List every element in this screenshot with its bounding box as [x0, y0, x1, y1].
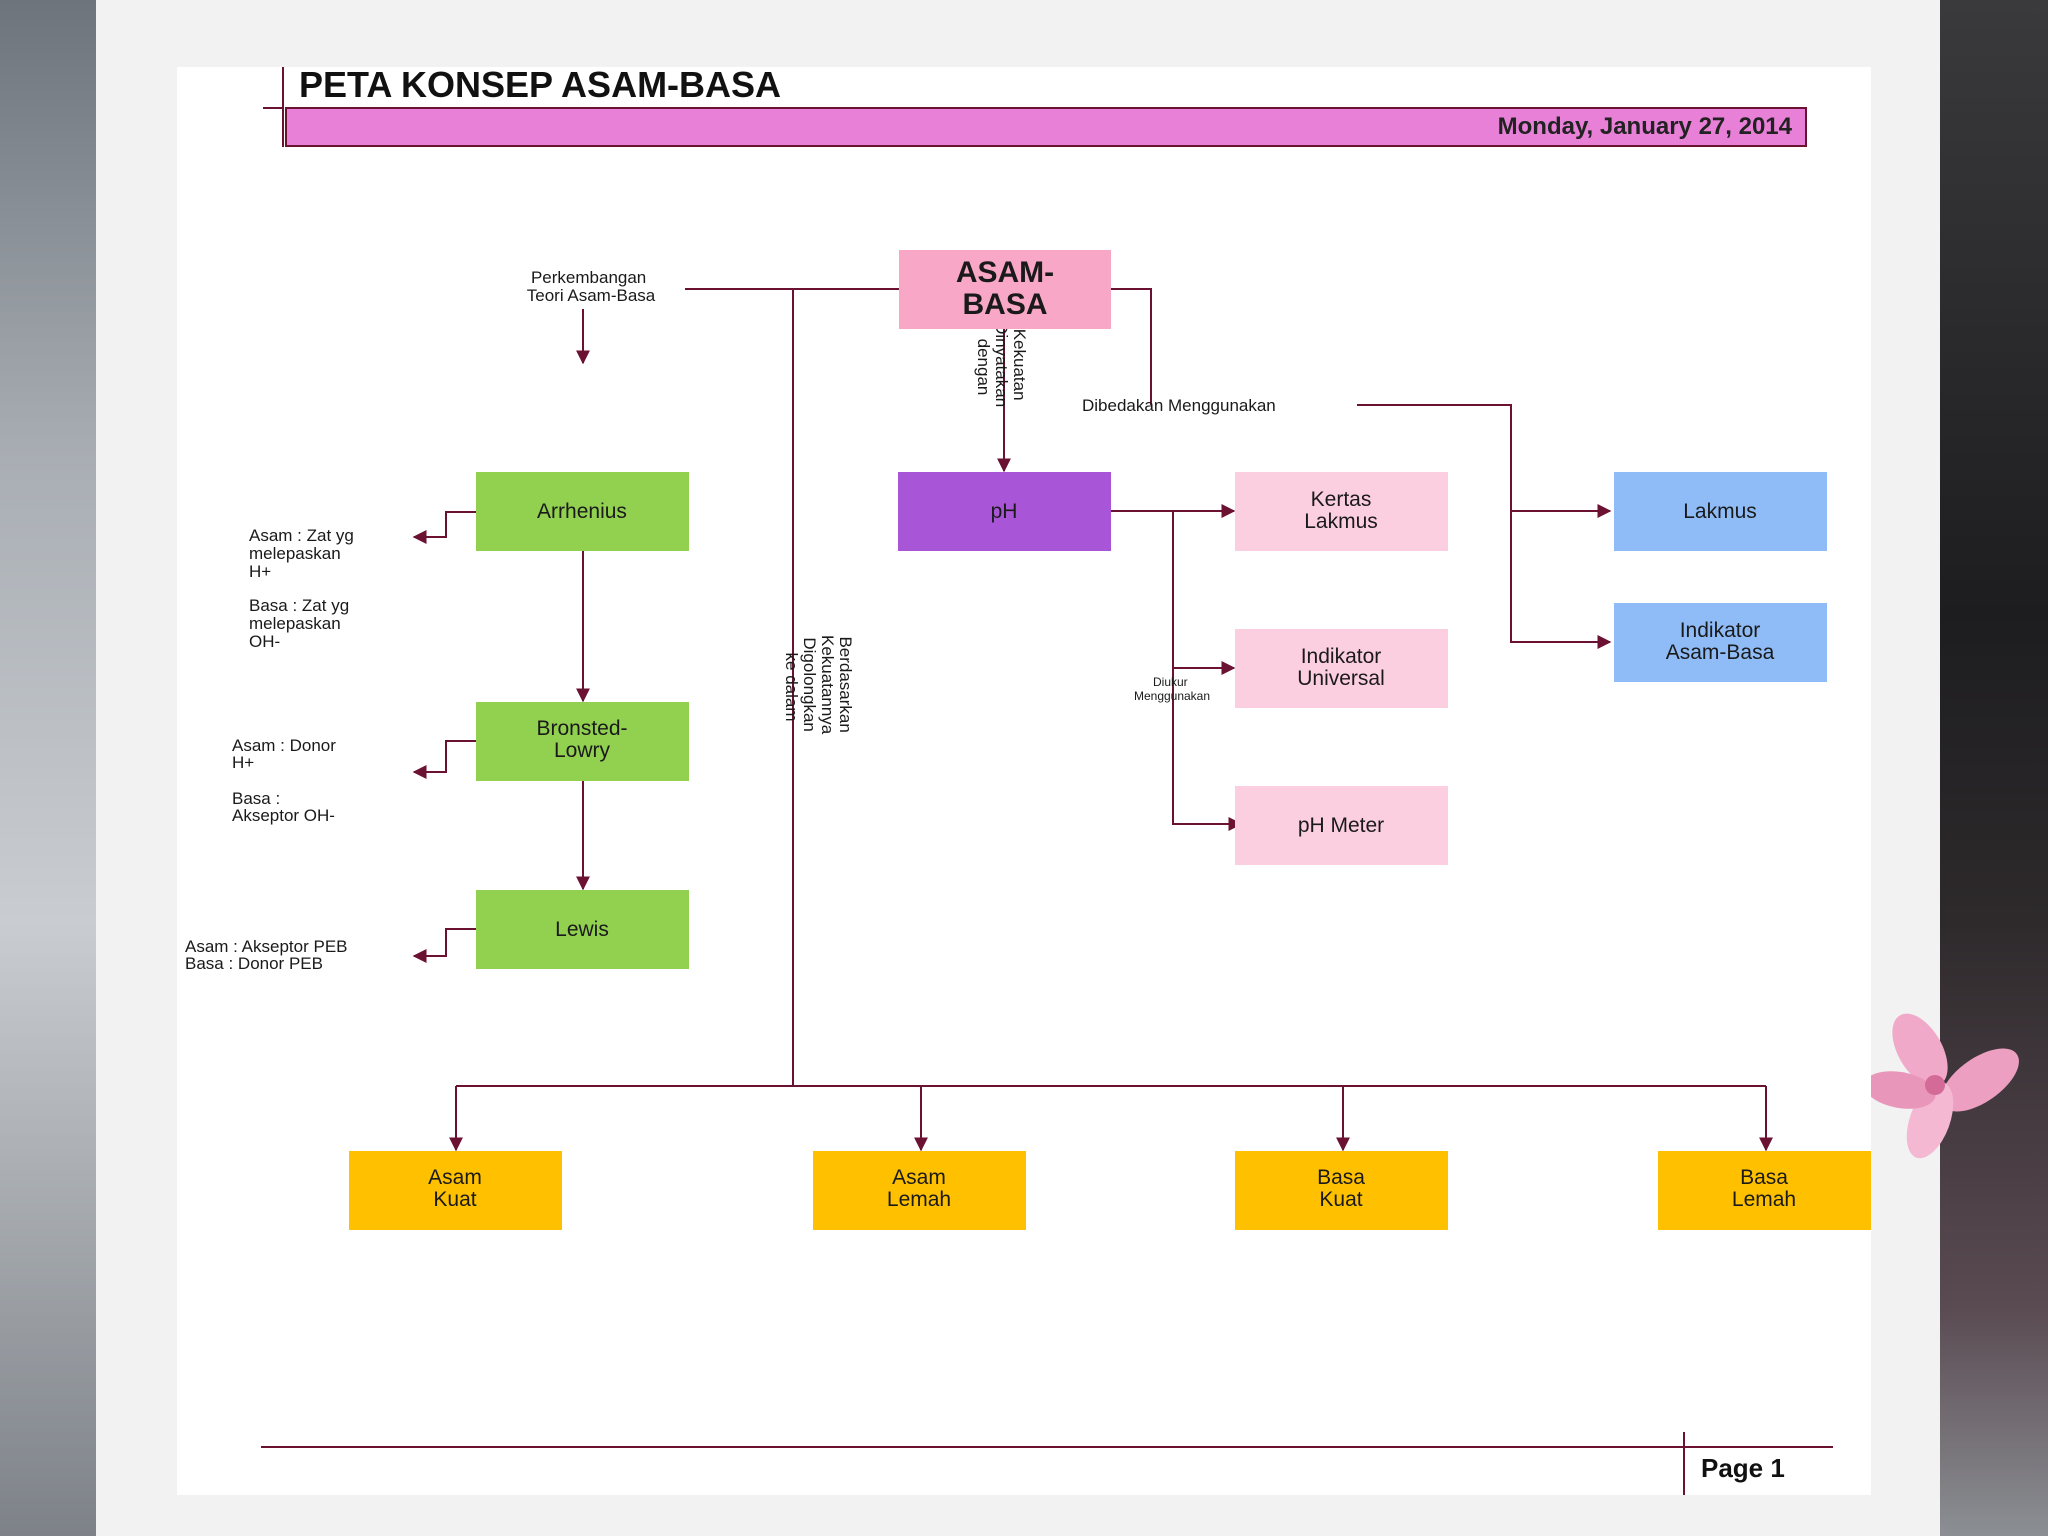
- page-footer: Page 1: [261, 1432, 1833, 1495]
- background-right: [1940, 0, 2048, 1536]
- label-dibedakan: Dibedakan Menggunakan: [1082, 396, 1276, 415]
- label-berdasarkan: Berdasarkan Kekuatannya Digolongkan ke d…: [782, 635, 855, 739]
- svg-text:Bronsted-Lowry: Bronsted-Lowry: [536, 717, 627, 762]
- node-lakmus[interactable]: Lakmus: [1614, 472, 1827, 551]
- node-lewis[interactable]: Lewis: [476, 890, 689, 969]
- flower-decoration: [1864, 1013, 2019, 1159]
- svg-text:Lewis: Lewis: [555, 918, 609, 941]
- arrhenius-note: Asam : Zat yg melepaskan H+ Basa : Zat y…: [249, 526, 359, 651]
- concept-map-page: PETA KONSEP ASAM-BASA Monday, January 27…: [177, 67, 1871, 1495]
- bronsted-note: Asam : Donor H+ Basa : Akseptor OH-: [232, 736, 341, 825]
- node-ph-meter[interactable]: pH Meter: [1235, 786, 1448, 865]
- page-title: PETA KONSEP ASAM-BASA: [299, 67, 781, 105]
- connectors: [412, 288, 1773, 1152]
- svg-text:Asam : Zat yg melepaskan: Asam : Zat yg melepaskan H+ Basa : Zat y…: [249, 526, 359, 651]
- background-left: [0, 0, 96, 1536]
- label-perkembangan: Perkembangan Teori Asam-Basa: [527, 268, 656, 305]
- page-header: PETA KONSEP ASAM-BASA Monday, January 27…: [263, 67, 1807, 147]
- label-kekuatan: Kekuatan Dinyatakan dengan: [974, 322, 1029, 412]
- header-date: Monday, January 27, 2014: [1498, 113, 1793, 140]
- svg-text:pH Meter: pH Meter: [1298, 814, 1384, 837]
- node-bronsted-lowry[interactable]: Bronsted-Lowry: [476, 702, 689, 781]
- edge-labels: Perkembangan Teori Asam-Basa Kekuatan Di…: [527, 268, 1276, 739]
- node-arrhenius[interactable]: Arrhenius: [476, 472, 689, 551]
- svg-text:pH: pH: [991, 500, 1018, 523]
- header-bar: [285, 107, 1807, 147]
- svg-text:ASAM-BASA: ASAM-BASA: [956, 256, 1054, 321]
- svg-text:Asam : Akseptor PEB Basa: Asam : Akseptor PEB Basa : Donor PEB: [185, 937, 352, 973]
- page-number: Page 1: [1701, 1453, 1785, 1483]
- lewis-note: Asam : Akseptor PEB Basa : Donor PEB: [185, 937, 352, 973]
- svg-text:Asam : Donor H+ Ba: Asam : Donor H+ Basa : Akseptor OH-: [232, 736, 341, 825]
- svg-text:Lakmus: Lakmus: [1683, 500, 1757, 523]
- node-ph[interactable]: pH: [898, 472, 1111, 551]
- label-diukur: Diukur Menggunakan: [1134, 675, 1210, 703]
- node-asam-basa[interactable]: ASAM-BASA: [899, 250, 1111, 329]
- svg-text:Arrhenius: Arrhenius: [537, 500, 627, 523]
